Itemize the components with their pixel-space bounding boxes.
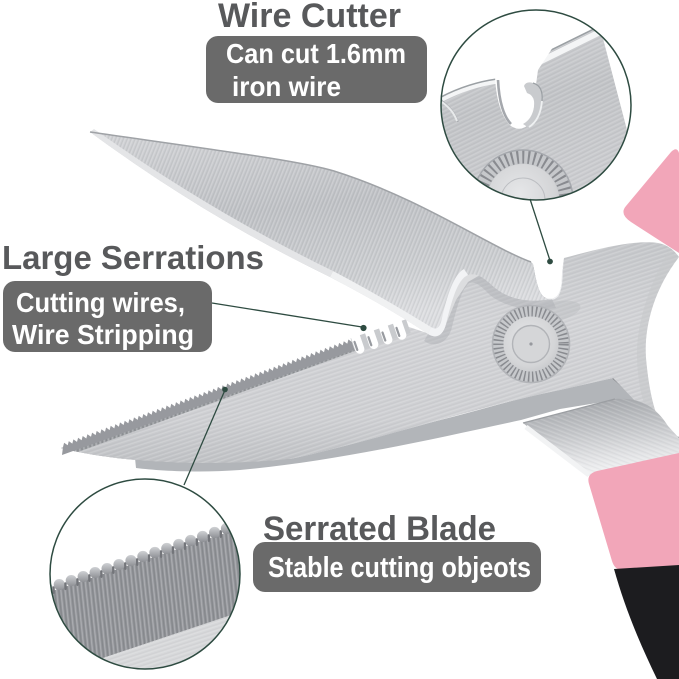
svg-text:Wire Cutter: Wire Cutter: [218, 0, 401, 35]
svg-text:Large Serrations: Large Serrations: [2, 239, 264, 276]
svg-text:Stable cutting objeots: Stable cutting objeots: [268, 552, 531, 584]
svg-text:Cutting wires,: Cutting wires,: [16, 287, 185, 318]
svg-text:Wire Stripping: Wire Stripping: [12, 319, 194, 350]
svg-text:iron wire: iron wire: [232, 71, 341, 102]
svg-text:Can cut 1.6mm: Can cut 1.6mm: [226, 38, 406, 69]
svg-text:Serrated Blade: Serrated Blade: [263, 510, 496, 548]
